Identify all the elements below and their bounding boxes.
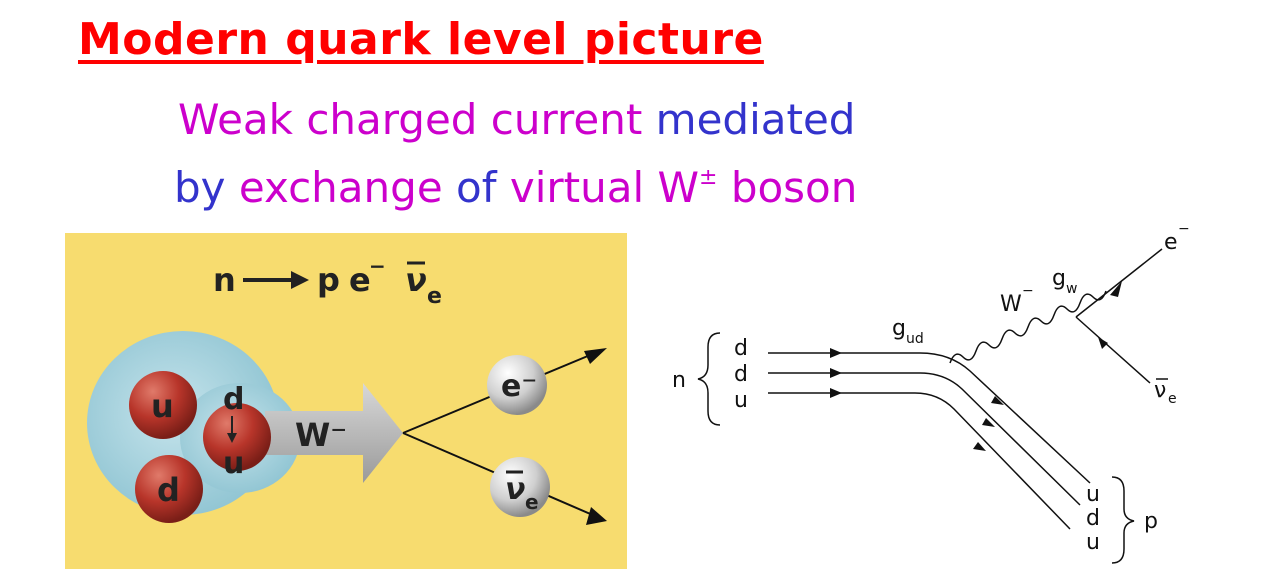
feyn-electron: e (1164, 230, 1178, 255)
feyn-in-quark-u: u (734, 388, 748, 413)
feyn-n-label: n (672, 368, 686, 393)
antineutrino-label: ν (505, 472, 525, 507)
slide-title: Modern quark level picture (78, 14, 764, 65)
subtitle-line-2-run-0: by (174, 163, 239, 212)
w-boson-arrow (265, 383, 403, 483)
feyn-gw-g: g (1052, 266, 1066, 291)
subtitle-line-2-run-3: virtual W (509, 163, 700, 212)
feyn-out-quark-u2: u (1086, 530, 1100, 555)
feyn-lepton-arrows (1098, 281, 1122, 349)
quark-u-ball (129, 371, 197, 439)
feyn-w-sup: − (1022, 283, 1034, 299)
antineutrino-ball (490, 457, 550, 517)
electron-ball (487, 355, 547, 415)
feyn-w-label: W (1000, 292, 1022, 317)
feyn-quark-lines (768, 352, 1091, 530)
feyn-in-quark-d2: d (734, 362, 748, 387)
reaction-e: e (349, 261, 371, 299)
subtitle-line-2-run-1: exchange (238, 163, 457, 212)
neutron-decay-illustration: n p e − ν e W⁻ u d d u e⁻ ν e (65, 233, 627, 569)
feyn-in-quark-d1: d (734, 336, 748, 361)
feyn-lepton-lines (1075, 248, 1163, 384)
quark-u-new-label: u (223, 446, 244, 481)
feyn-antineutrino-sub: e (1168, 391, 1177, 407)
feyn-out-quark-u1: u (1086, 482, 1100, 507)
subtitle-line-2: by exchange of virtual W± boson (174, 163, 857, 212)
subtitle-line-2-run-4: ± (699, 165, 718, 190)
quark-d-bottom-label: d (157, 471, 180, 509)
subtitle-line-2-run-5: boson (717, 163, 858, 212)
electron-label: e⁻ (501, 369, 537, 404)
feyn-p-label: p (1144, 509, 1158, 534)
subtitle-line-2-run-2: of (456, 163, 510, 212)
feyn-gud-g: g (892, 316, 906, 341)
antineutrino-sub: e (525, 490, 539, 514)
feyn-n-brace (697, 332, 721, 426)
quark-d-bottom-ball (135, 455, 203, 523)
reaction-n: n (213, 261, 236, 299)
feyn-antineutrino: ν (1154, 378, 1166, 403)
feyn-gud-sub: ud (906, 331, 924, 347)
quark-d-top-label: d (223, 382, 244, 417)
reaction-nu-sub: e (427, 284, 442, 309)
subtitle-line-1-run-1: mediated (655, 95, 856, 144)
feynman-diagram: n d d u u d u p g ud W − g w e − ν e (672, 221, 1190, 564)
reaction-nu: ν (405, 261, 427, 299)
d-to-u-arrow (227, 416, 237, 443)
subtitle-line-1: Weak charged current mediated (178, 95, 855, 144)
subtitle-line-1-run-0: Weak charged current (178, 95, 656, 144)
quark-u-label: u (151, 387, 174, 425)
reaction-p: p (317, 261, 340, 299)
feyn-w-propagator (949, 290, 1107, 364)
feyn-p-brace (1111, 476, 1135, 564)
reaction-arrow (243, 271, 309, 289)
reaction-e-sup: − (369, 254, 386, 278)
feyn-quark-arrows (830, 348, 1004, 451)
feyn-gw-sub: w (1066, 281, 1077, 297)
quark-transforming-ball (203, 403, 271, 471)
feyn-electron-sup: − (1178, 221, 1190, 237)
feyn-out-quark-d: d (1086, 506, 1100, 531)
w-boson-label: W⁻ (295, 416, 347, 454)
